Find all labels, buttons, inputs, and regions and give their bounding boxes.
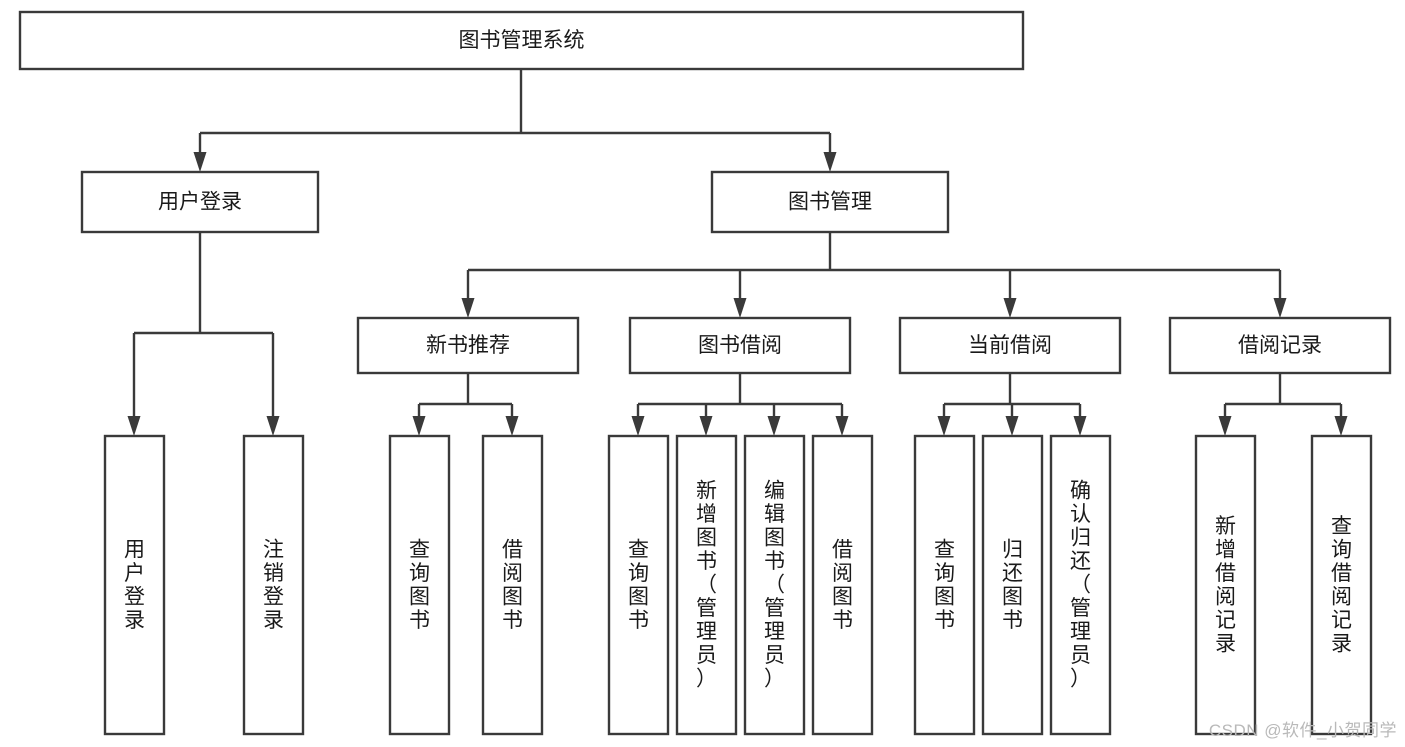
arrow-head-icon [1273,298,1287,318]
node-box-records[interactable] [1168,316,1392,375]
arrow-head-icon [412,416,426,436]
connector-group-current [937,373,1087,436]
arrow-head-icon [127,416,141,436]
node-records[interactable]: 借阅记录 [1168,316,1392,375]
node-leaf-rec-add[interactable]: 新增借阅记录 [1194,434,1257,736]
node-box-leaf-nb-borrow[interactable] [481,434,544,736]
connector-group-login [127,232,280,436]
node-label-bookmgmt: 图书管理 [788,191,872,214]
node-leaf-bw-add[interactable]: 新增图书（管理员） [675,434,738,736]
node-leaf-user-login[interactable]: 用户登录 [103,434,166,736]
arrow-head-icon [193,152,207,172]
node-leaf-bw-borrow[interactable]: 借阅图书 [811,434,874,736]
node-box-leaf-rec-query[interactable] [1310,434,1373,736]
connector-group-records [1218,373,1348,436]
node-root[interactable]: 图书管理系统 [18,10,1025,71]
arrow-head-icon [1003,298,1017,318]
node-box-leaf-cur-return[interactable] [981,434,1044,736]
arrow-head-icon [505,416,519,436]
node-label-records: 借阅记录 [1238,334,1322,357]
arrow-head-icon [266,416,280,436]
arrow-head-icon [767,416,781,436]
connector-group-newbook [412,373,519,436]
node-leaf-nb-borrow[interactable]: 借阅图书 [481,434,544,736]
node-label-borrow: 图书借阅 [698,334,782,357]
node-label-leaf-user-login: 用户登录 [124,538,145,632]
node-label-leaf-rec-query: 查询借阅记录 [1331,515,1352,656]
arrow-head-icon [461,298,475,318]
node-box-leaf-cur-confirm[interactable] [1049,434,1112,736]
node-box-leaf-bw-add[interactable] [675,434,738,736]
node-box-leaf-logout[interactable] [242,434,305,736]
node-box-leaf-user-login[interactable] [103,434,166,736]
node-leaf-bw-edit[interactable]: 编辑图书（管理员） [743,434,806,736]
node-borrow[interactable]: 图书借阅 [628,316,852,375]
node-box-leaf-nb-query[interactable] [388,434,451,736]
connector-group-root [193,69,837,172]
arrow-head-icon [1334,416,1348,436]
node-box-root[interactable] [18,10,1025,71]
node-box-leaf-bw-borrow[interactable] [811,434,874,736]
node-box-borrow[interactable] [628,316,852,375]
connector-group-borrow [631,373,849,436]
node-leaf-logout[interactable]: 注销登录 [242,434,305,736]
node-login[interactable]: 用户登录 [80,170,320,234]
arrow-head-icon [823,152,837,172]
node-label-root: 图书管理系统 [459,29,585,52]
node-label-leaf-cur-query: 查询图书 [934,538,955,632]
node-label-leaf-bw-edit: 编辑图书（管理员） [764,480,785,691]
node-box-bookmgmt[interactable] [710,170,950,234]
node-label-leaf-rec-add: 新增借阅记录 [1215,515,1236,656]
node-label-leaf-bw-borrow: 借阅图书 [832,538,853,632]
node-label-leaf-logout: 注销登录 [263,538,284,632]
arrow-head-icon [1005,416,1019,436]
node-leaf-rec-query[interactable]: 查询借阅记录 [1310,434,1373,736]
node-label-leaf-cur-return: 归还图书 [1002,538,1023,632]
arrow-head-icon [937,416,951,436]
node-box-newbook[interactable] [356,316,580,375]
node-leaf-cur-confirm[interactable]: 确认归还（管理员） [1049,434,1112,736]
node-label-login: 用户登录 [158,191,242,214]
arrow-head-icon [835,416,849,436]
node-box-login[interactable] [80,170,320,234]
node-leaf-bw-query[interactable]: 查询图书 [607,434,670,736]
node-leaf-nb-query[interactable]: 查询图书 [388,434,451,736]
node-label-current: 当前借阅 [968,334,1052,357]
connectors-layer [127,69,1348,436]
node-bookmgmt[interactable]: 图书管理 [710,170,950,234]
node-box-leaf-bw-edit[interactable] [743,434,806,736]
node-label-leaf-nb-query: 查询图书 [409,538,430,632]
node-label-leaf-nb-borrow: 借阅图书 [502,538,523,632]
arrow-head-icon [699,416,713,436]
node-label-leaf-bw-add: 新增图书（管理员） [696,480,717,691]
arrow-head-icon [631,416,645,436]
nodes-layer: 图书管理系统用户登录图书管理新书推荐图书借阅当前借阅借阅记录用户登录注销登录查询… [18,10,1392,736]
node-newbook[interactable]: 新书推荐 [356,316,580,375]
node-box-current[interactable] [898,316,1122,375]
node-label-leaf-cur-confirm: 确认归还（管理员） [1070,480,1091,691]
node-current[interactable]: 当前借阅 [898,316,1122,375]
node-box-leaf-cur-query[interactable] [913,434,976,736]
watermark-label: CSDN @软件_小贺同学 [1208,721,1397,740]
arrow-head-icon [733,298,747,318]
node-label-leaf-bw-query: 查询图书 [628,538,649,632]
node-label-newbook: 新书推荐 [426,334,510,357]
arrow-head-icon [1073,416,1087,436]
arrow-head-icon [1218,416,1232,436]
connector-group-bookmgmt [461,232,1287,318]
node-box-leaf-bw-query[interactable] [607,434,670,736]
node-box-leaf-rec-add[interactable] [1194,434,1257,736]
node-leaf-cur-return[interactable]: 归还图书 [981,434,1044,736]
node-leaf-cur-query[interactable]: 查询图书 [913,434,976,736]
